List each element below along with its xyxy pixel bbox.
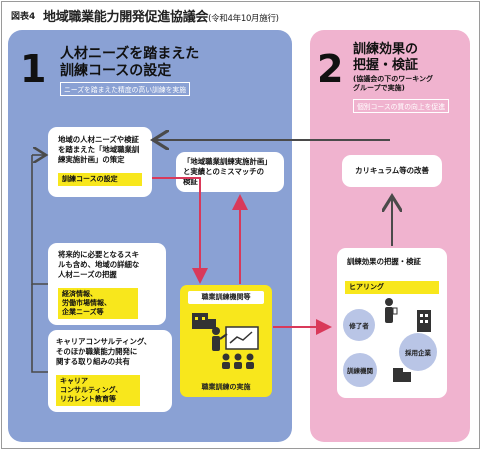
section1-title-line1: 人材ニーズを踏まえた: [60, 46, 200, 62]
training-scene-illustration: [192, 313, 259, 369]
training-institution-title: 職業訓練機関等: [188, 291, 264, 304]
needs-highlight-line: 経済情報、: [62, 290, 97, 298]
career-highlight-line: キャリア: [60, 377, 88, 385]
presentation-board-icon: [225, 326, 259, 350]
training-institution-box: 職業訓練機関等 職業訓練の実施: [180, 285, 272, 397]
section2-subtitle-line1: (協議会の下のワーキング: [353, 75, 433, 83]
figure-title-text: 地域職業能力開発促進協議会: [43, 10, 209, 25]
needs-text-line: ルも含め、地域の詳細な: [58, 260, 140, 269]
evaluation-card: 訓練効果の把握・検証 ヒアリング 修了者 採用企業 訓練機関: [337, 248, 447, 398]
evaluation-highlight: ヒアリング: [345, 281, 439, 294]
figure-label: 図表4: [11, 12, 36, 22]
section1-number: 1: [20, 47, 47, 91]
mismatch-text-line: 検証: [183, 177, 198, 186]
needs-text-line: 人材ニーズの把握: [58, 270, 117, 279]
institution-building-icon: [393, 368, 411, 382]
section1-tag: ニーズを踏まえた精度の高い訓練を実施: [60, 82, 191, 96]
section2-title-line2: 把握・検証: [353, 58, 419, 73]
career-highlight-line: リカレント教育等: [60, 395, 116, 403]
career-card-text: キャリアコンサルティング、 そのほか職業能力開発に 関する取り組みの共有: [56, 337, 170, 367]
career-text-line: キャリアコンサルティング、: [56, 337, 152, 346]
graduate-circle: 修了者: [343, 309, 375, 341]
figure-title: 地域職業能力開発促進協議会(令和4年10月施行): [43, 6, 279, 25]
company-building-icon: [417, 310, 431, 332]
section2-number: 2: [317, 47, 344, 91]
career-text-line: そのほか職業能力開発に: [56, 347, 138, 356]
evaluation-illustration: [385, 298, 431, 382]
interviewer-icon: [385, 298, 398, 323]
section2-subtitle-line2: グループで実施): [353, 84, 405, 92]
mismatch-card: 「地域職業訓練実施計画」 と実績とのミスマッチの 検証: [176, 152, 284, 192]
section2-subtitle: (協議会の下のワーキング グループで実施): [353, 75, 433, 93]
needs-card-text: 将来的に必要となるスキ ルも含め、地域の詳細な 人材ニーズの把握: [58, 250, 164, 280]
needs-card: 将来的に必要となるスキ ルも含め、地域の詳細な 人材ニーズの把握 経済情報、 労…: [48, 243, 166, 325]
plan-to-training-arrow: [152, 177, 208, 284]
training-implementation-label: 職業訓練の実施: [201, 383, 251, 391]
inputs-bracket-gray: [31, 155, 48, 373]
section2-title-line1: 訓練効果の: [353, 42, 419, 57]
institution-circle: 訓練機関: [343, 353, 377, 387]
career-card: キャリアコンサルティング、 そのほか職業能力開発に 関する取り組みの共有 キャリ…: [48, 330, 172, 412]
audience-icon: [222, 353, 254, 369]
plan-highlight: 訓練コースの設定: [58, 173, 142, 186]
evaluation-title: 訓練効果の把握・検証: [347, 257, 421, 266]
figure-note: (令和4年10月施行): [208, 14, 279, 24]
section2-title: 訓練効果の 把握・検証: [353, 42, 418, 74]
needs-highlight-line: 企業ニーズ等: [62, 308, 104, 316]
plan-text-line: 地域の人材ニーズや検証: [58, 135, 139, 144]
mismatch-text-line: 「地域職業訓練実施計画」: [183, 157, 272, 166]
employer-circle: 採用企業: [399, 333, 437, 371]
section2-tag: 個別コースの質の向上を促進: [353, 99, 450, 113]
career-highlight: キャリア コンサルティング、 リカレント教育等: [56, 375, 140, 406]
curriculum-card: カリキュラム等の改善: [342, 155, 442, 187]
mismatch-card-text: 「地域職業訓練実施計画」 と実績とのミスマッチの 検証: [183, 157, 283, 187]
plan-card: 地域の人材ニーズや検証 を踏まえた「地域職業訓 練実施計画」の策定 訓練コースの…: [48, 127, 152, 197]
plan-text-line: 練実施計画」の策定: [58, 155, 125, 164]
building-icon: [192, 313, 216, 329]
career-highlight-line: コンサルティング、: [60, 386, 123, 394]
needs-highlight: 経済情報、 労働市場情報、 企業ニーズ等: [58, 288, 138, 319]
needs-highlight-line: 労働市場情報、: [62, 299, 111, 307]
section1-title: 人材ニーズを踏まえた 訓練コースの設定: [60, 46, 199, 80]
section1-title-line2: 訓練コースの設定: [60, 63, 172, 79]
presenter-icon: [212, 327, 228, 351]
career-text-line: 関する取り組みの共有: [56, 357, 130, 366]
plan-card-text: 地域の人材ニーズや検証 を踏まえた「地域職業訓 練実施計画」の策定: [58, 135, 150, 165]
plan-text-line: を踏まえた「地域職業訓: [58, 145, 140, 154]
curriculum-text: カリキュラム等の改善: [355, 166, 429, 175]
mismatch-text-line: と実績とのミスマッチの: [183, 167, 265, 176]
needs-text-line: 将来的に必要となるスキ: [58, 250, 140, 259]
